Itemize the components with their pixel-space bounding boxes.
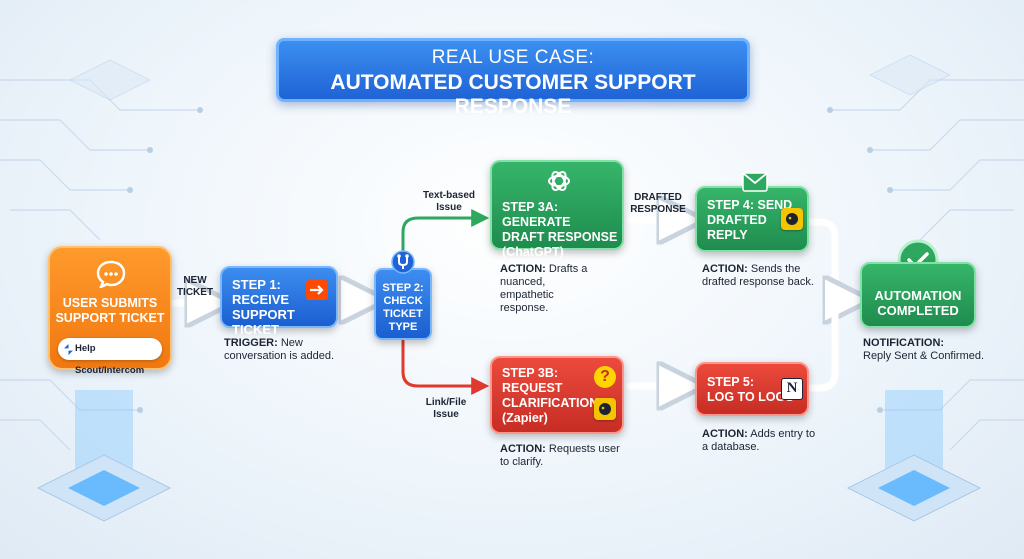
- edge-label-link-file-l1: Link/File: [425, 397, 467, 408]
- step1-label-line2: RECEIVE: [232, 292, 290, 307]
- edge-step2-step3b: [401, 338, 490, 395]
- step4-label-line1: STEP 4: SEND: [707, 198, 793, 212]
- edge-label-link-file: Link/File Issue: [418, 397, 474, 421]
- step3a-label-line3: (ChatGPT): [502, 245, 564, 259]
- edge-label-drafted-l1: DRAFTED: [634, 192, 682, 203]
- helpscout-badge: Help Scout/Intercom: [58, 338, 162, 376]
- mailchimp-icon: [594, 398, 616, 420]
- step3b-label-line3: CLARIFICATION: [502, 396, 599, 410]
- helpscout-badge-label: Help Scout/Intercom: [75, 343, 145, 376]
- step5-label-line1: STEP 5:: [707, 375, 755, 389]
- step1-label-line1: STEP 1:: [232, 277, 281, 292]
- step3b-note-line1: Requests user: [545, 443, 620, 455]
- step3a-label-line1: STEP 3A: GENERATE: [502, 200, 571, 229]
- step1-note-line2: conversation is added.: [224, 350, 335, 362]
- edge-label-drafted-l2: RESPONSE: [630, 204, 686, 215]
- node-automation-completed: AUTOMATION COMPLETED: [860, 262, 976, 328]
- node-step3a-generate-draft: STEP 3A: GENERATE DRAFT RESPONSE (ChatGP…: [490, 160, 624, 259]
- step4-label-line2: DRAFTED: [707, 213, 767, 227]
- email-icon: [742, 172, 768, 192]
- step2-label-line3: TICKET: [383, 308, 423, 320]
- step1-note-line1: New: [277, 337, 303, 349]
- step3a-note-line4: response.: [500, 302, 549, 314]
- edge-label-new-ticket: NEW TICKET: [174, 275, 216, 299]
- openai-icon: [548, 170, 570, 192]
- end-note-line2: Reply Sent & Confirmed.: [863, 350, 985, 362]
- helpscout-logo-icon: [64, 344, 73, 355]
- step3a-note-line3: empathetic: [500, 289, 554, 301]
- step2-label-line1: STEP 2:: [382, 282, 424, 294]
- notion-icon: N: [781, 378, 803, 400]
- title-line2: AUTOMATED CUSTOMER SUPPORT RESPONSE: [330, 71, 696, 118]
- step1-note-bold: TRIGGER:: [224, 337, 278, 349]
- step3a-note: ACTION: Drafts a nuanced, empathetic res…: [500, 263, 587, 315]
- edge-label-new: NEW: [183, 275, 207, 286]
- step5-note-line1: Adds entry to: [747, 428, 816, 440]
- edge-step2-step3a: [401, 209, 490, 267]
- step4-note-bold: ACTION:: [702, 263, 748, 275]
- node-step1-receive-ticket: STEP 1: RECEIVE SUPPORT TICKET: [220, 266, 338, 337]
- step1-note: TRIGGER: New conversation is added.: [224, 337, 334, 363]
- step5-note-line2: a database.: [702, 441, 760, 453]
- node-step4-send-reply: STEP 4: SEND DRAFTED REPLY: [695, 186, 809, 252]
- start-label-line1: USER SUBMITS: [62, 296, 158, 310]
- step3b-label-line2: REQUEST: [502, 381, 563, 395]
- step3a-note-line1: Drafts a: [545, 263, 588, 275]
- edge-label-text-based-l2: Issue: [436, 202, 462, 213]
- edge-step4-end: [804, 218, 852, 300]
- step1-label-line3: SUPPORT TICKET: [232, 307, 295, 337]
- step3b-note-bold: ACTION:: [500, 443, 546, 455]
- step3a-note-bold: ACTION:: [500, 263, 546, 275]
- edge-label-text-based-l1: Text-based: [422, 190, 476, 201]
- step3b-label-line1: STEP 3B:: [502, 366, 559, 380]
- step4-note: ACTION: Sends the drafted response back.: [702, 263, 814, 289]
- chat-bubble-icon: [96, 260, 126, 288]
- title-banner: REAL USE CASE: AUTOMATED CUSTOMER SUPPOR…: [276, 38, 750, 118]
- step3b-note: ACTION: Requests user to clarify.: [500, 443, 620, 469]
- right-platform: [846, 390, 982, 522]
- step5-note: ACTION: Adds entry to a database.: [702, 428, 815, 454]
- end-note: NOTIFICATION: Reply Sent & Confirmed.: [863, 337, 984, 363]
- left-platform: [36, 390, 172, 522]
- end-label-line1: AUTOMATION: [874, 288, 962, 303]
- edge-label-text-based: Text-based Issue: [412, 190, 486, 214]
- step5-label-line2: LOG TO LOGS: [707, 390, 794, 404]
- step3a-note-line2: nuanced,: [500, 276, 546, 288]
- zapier-arrow-icon: [306, 280, 328, 300]
- end-label-line2: COMPLETED: [877, 303, 959, 318]
- title-line1: REAL USE CASE:: [431, 47, 595, 68]
- end-note-bold: NOTIFICATION:: [863, 337, 945, 349]
- edge-label-ticket: TICKET: [176, 287, 214, 298]
- edge-label-drafted-response: DRAFTED RESPONSE: [630, 192, 686, 216]
- question-icon: ?: [594, 366, 616, 388]
- branch-icon: [391, 250, 415, 274]
- step4-note-line2: drafted response back.: [702, 276, 814, 288]
- step5-note-bold: ACTION:: [702, 428, 748, 440]
- edge-label-link-file-l2: Issue: [433, 409, 459, 420]
- node-user-submits-ticket: USER SUBMITS SUPPORT TICKET Help Scout/I…: [48, 246, 172, 376]
- edge-step5-end: [804, 296, 839, 392]
- start-label-line2: SUPPORT TICKET: [55, 311, 165, 325]
- step4-label-line3: REPLY: [707, 228, 748, 242]
- step2-label-line2: CHECK: [383, 295, 423, 307]
- step2-label-line4: TYPE: [388, 321, 418, 333]
- step3b-label-line4: (Zapier): [502, 411, 548, 425]
- step3a-label-line2: DRAFT RESPONSE: [502, 230, 618, 244]
- node-step5-log: STEP 5: LOG TO LOGS N: [695, 362, 809, 416]
- step3b-note-line2: to clarify.: [500, 456, 544, 468]
- node-step2-check-type: STEP 2: CHECK TICKET TYPE: [374, 268, 432, 340]
- step4-note-line1: Sends the: [747, 263, 801, 275]
- mailchimp-icon: [781, 208, 803, 230]
- node-step3b-request-clarification: STEP 3B: REQUEST CLARIFICATION (Zapier) …: [490, 356, 624, 434]
